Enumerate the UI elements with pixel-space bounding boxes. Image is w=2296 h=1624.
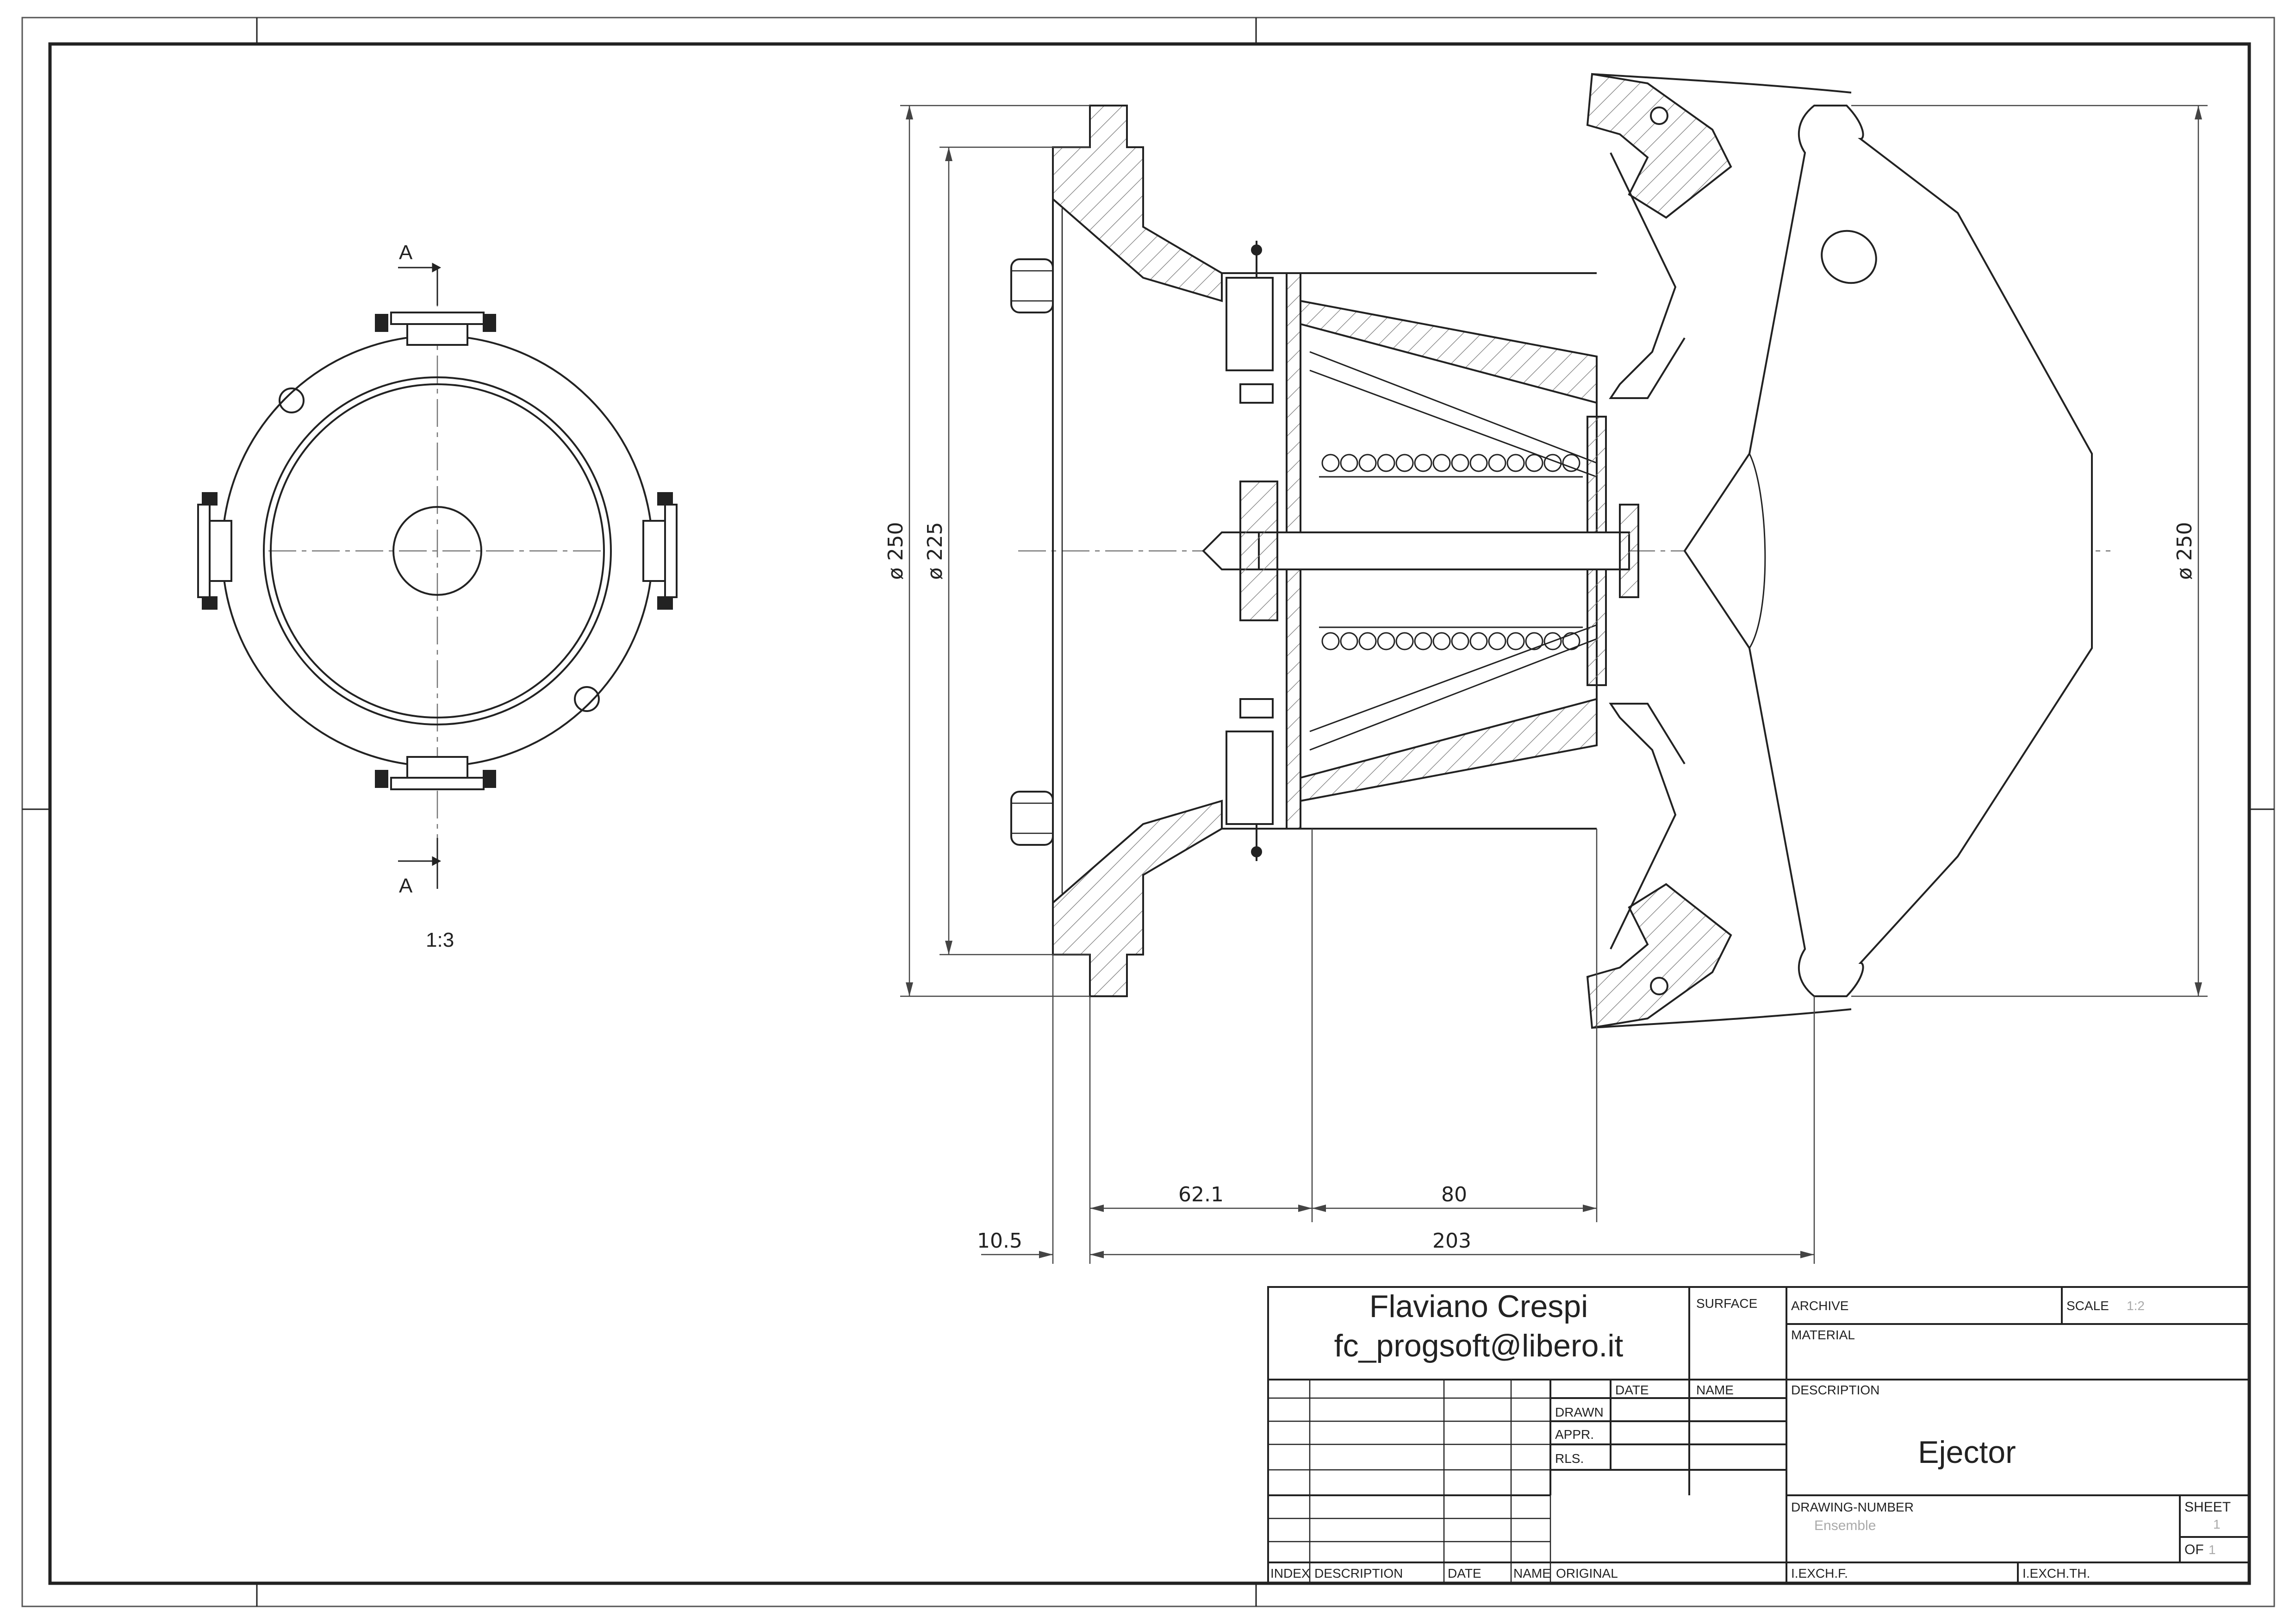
flange-bolts [1010,258,1054,846]
scale-value: 1:2 [2127,1299,2145,1313]
archive-label: ARCHIVE [1791,1299,1848,1313]
of-label: OF [2184,1542,2204,1557]
section-view [900,73,2208,1264]
bolt-hole-top-left [279,387,305,413]
dim-dia-right: ø 250 [2173,522,2196,580]
clamp-bottom [375,756,496,790]
sheet-value: 1 [2213,1517,2221,1531]
name-label: NAME [1696,1383,1734,1397]
front-view [197,262,678,889]
original-label: ORIGINAL [1556,1566,1618,1580]
dimension-arrows [906,106,2202,1258]
outlet-ring-bottom [1592,1008,1852,1029]
dim-203: 203 [1432,1229,1471,1253]
front-view-scale: 1:3 [426,929,454,951]
rev-description-label: DESCRIPTION [1314,1566,1403,1580]
inlet-flange-bottom [1052,800,1223,997]
lever-clamp-bottom [1586,883,1732,1029]
clamp-top [375,312,496,346]
clamp-right [642,492,678,610]
iexchth-label: I.EXCH.TH. [2022,1566,2090,1580]
outlet-ring-top [1592,73,1852,94]
description-value: Ejector [1918,1435,2016,1470]
rls-label: RLS. [1555,1451,1584,1466]
title-block-text: Flaviano Crespi fc_progsoft@libero.it SU… [1270,1289,2231,1580]
dim-80: 80 [1441,1183,1467,1206]
title-block [1267,1286,2250,1584]
lever-arm-bottom [1609,703,1686,949]
section-label-bottom: A [399,874,413,897]
housing-ring [263,376,612,725]
lever-arm-top [1609,152,1686,399]
of-value: 1 [2209,1543,2216,1557]
bolt-hole-bottom-right [574,686,600,712]
dimension-lines [900,105,2208,1264]
description-label: DESCRIPTION [1791,1383,1879,1397]
author-name: Flaviano Crespi [1369,1289,1588,1324]
dim-10-5: 10.5 [977,1229,1022,1253]
drawing-number-value: Ensemble [1814,1518,1876,1533]
drawn-label: DRAWN [1555,1405,1604,1419]
dim-dia-left-inner: ø 225 [923,522,947,580]
rev-index-label: INDEX [1270,1566,1310,1580]
ejector-body [1222,272,1607,830]
scale-label: SCALE [2066,1299,2109,1313]
outlet-cone [1683,105,2093,997]
surface-label: SURFACE [1696,1296,1757,1311]
lever-clamp-top [1586,73,1732,219]
sheet-label: SHEET [2184,1499,2231,1515]
rev-name-label: NAME [1513,1566,1551,1580]
date-label: DATE [1615,1383,1649,1397]
author-email: fc_progsoft@libero.it [1334,1328,1624,1363]
piston-shaft [1202,504,1639,598]
iexchf-label: I.EXCH.F. [1791,1566,1848,1580]
sheet-frame [21,17,2275,1607]
material-label: MATERIAL [1791,1328,1855,1342]
section-arrows [398,262,442,889]
inlet-flange-top [1052,105,1223,302]
drawing-number-label: DRAWING-NUMBER [1791,1500,1914,1514]
clamp-left [197,492,232,610]
hub-circle [392,506,482,596]
dim-62-1: 62.1 [1178,1183,1224,1206]
valve-assembly [1226,241,1278,861]
appr-label: APPR. [1555,1427,1594,1442]
section-label-top: A [399,241,413,264]
outlet-port [1821,230,1877,284]
housing-ring-inner [270,383,605,718]
spring-coils [1319,454,1583,650]
rev-date-label: DATE [1448,1566,1481,1580]
dim-dia-left-outer: ø 250 [884,522,908,580]
front-center-lines [268,269,606,838]
